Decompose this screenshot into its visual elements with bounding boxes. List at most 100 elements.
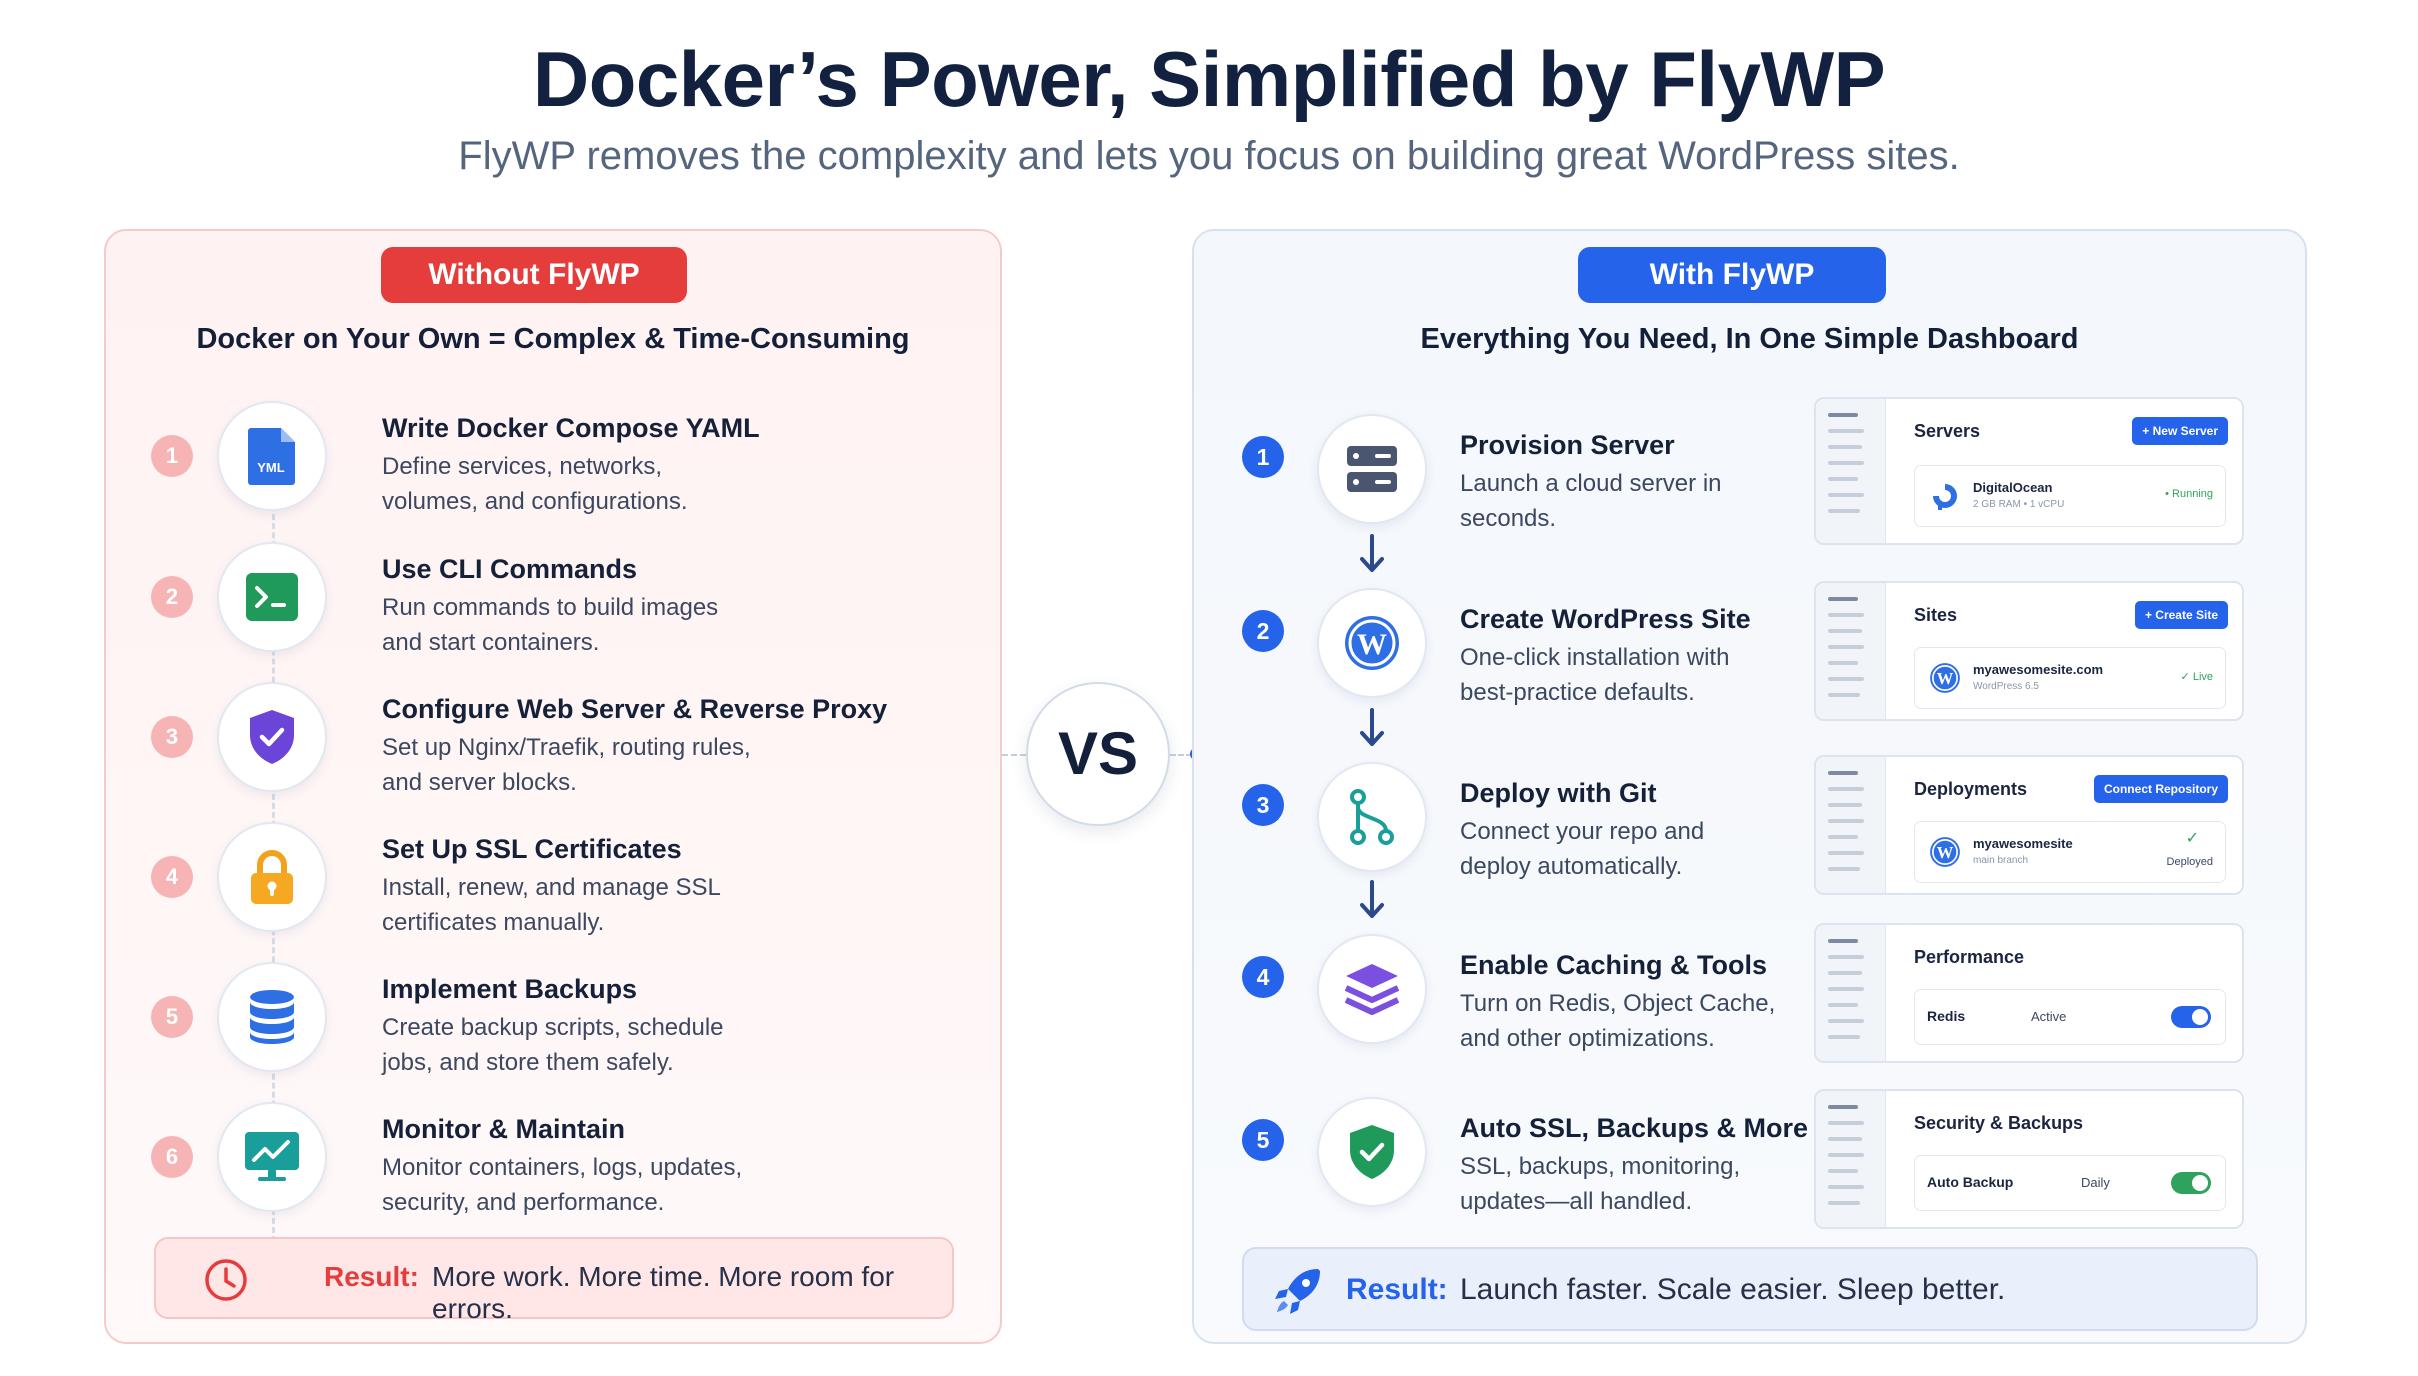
step-desc-line2: best-practice defaults. bbox=[1460, 679, 1695, 706]
left-step-6: 6 Monitor & Maintain Monitor containers,… bbox=[106, 1102, 1000, 1232]
deployment-status: Deployed bbox=[2166, 856, 2213, 868]
auto-backup-label: Auto Backup bbox=[1927, 1174, 2014, 1190]
deployments-title: Deployments bbox=[1914, 779, 2028, 799]
step-number: 5 bbox=[1242, 1119, 1284, 1161]
step-desc-line1: SSL, backups, monitoring, bbox=[1460, 1153, 1741, 1180]
svg-text:W: W bbox=[1357, 628, 1387, 661]
redis-toggle[interactable] bbox=[2171, 1006, 2211, 1028]
auto-backup-frequency: Daily bbox=[2081, 1175, 2110, 1190]
svg-text:W: W bbox=[1937, 843, 1954, 862]
step-desc-line1: Create backup scripts, schedule bbox=[382, 1014, 724, 1041]
left-panel-heading: Docker on Your Own = Complex & Time-Cons… bbox=[196, 323, 910, 355]
right-panel-heading: Everything You Need, In One Simple Dashb… bbox=[1420, 323, 2079, 355]
step-title: Create WordPress Site bbox=[1460, 604, 1751, 634]
server-icon bbox=[1317, 414, 1427, 524]
redis-row: Redis Active bbox=[1914, 989, 2226, 1045]
site-row[interactable]: W myawesomesite.com WordPress 6.5 ✓ Live bbox=[1914, 647, 2226, 709]
svg-text:W: W bbox=[1937, 669, 1954, 688]
auto-backup-toggle[interactable] bbox=[2171, 1172, 2211, 1194]
server-row[interactable]: DigitalOcean 2 GB RAM • 1 vCPU • Running bbox=[1914, 465, 2226, 527]
right-step-3: 3 Deploy with Git Connect your repo and … bbox=[1194, 762, 2305, 892]
right-step-1: 1 Provision Server Launch a cloud server… bbox=[1194, 414, 2305, 544]
step-desc-line2: and server blocks. bbox=[382, 769, 577, 796]
shield-check-icon bbox=[1317, 1097, 1427, 1207]
left-result-box: Result: More work. More time. More room … bbox=[154, 1237, 954, 1324]
terminal-icon bbox=[217, 542, 327, 652]
step-number: 4 bbox=[1242, 956, 1284, 998]
deployment-name: myawesomesite bbox=[1973, 836, 2073, 851]
page-title: Docker’s Power, Simplified by FlyWP bbox=[532, 35, 1886, 123]
step-desc-line1: Turn on Redis, Object Cache, bbox=[1460, 990, 1776, 1017]
wordpress-icon: W bbox=[1929, 836, 1961, 873]
with-flywp-panel: With FlyWP Everything You Need, In One S… bbox=[1192, 229, 2307, 1344]
arrow-down-icon bbox=[1360, 880, 1384, 918]
right-result-box: Result: Launch faster. Scale easier. Sle… bbox=[1242, 1247, 2258, 1331]
step-number: 3 bbox=[151, 716, 193, 758]
step-title: Provision Server bbox=[1460, 430, 1675, 460]
servers-mini-panel: Servers + New Server DigitalOcean 2 GB R… bbox=[1814, 397, 2244, 545]
step-desc-line1: Run commands to build images bbox=[382, 594, 719, 621]
server-status: • Running bbox=[2165, 488, 2213, 500]
page-subtitle: FlyWP removes the complexity and lets yo… bbox=[458, 134, 1960, 178]
site-status: ✓ Live bbox=[2180, 671, 2213, 683]
result-label: Result: bbox=[1346, 1273, 1448, 1306]
server-meta: 2 GB RAM • 1 vCPU bbox=[1973, 499, 2065, 510]
step-title: Enable Caching & Tools bbox=[1460, 950, 1768, 980]
vs-badge: VS bbox=[1026, 682, 1170, 826]
rocket-icon bbox=[1272, 1265, 1324, 1322]
step-desc-line1: One-click installation with bbox=[1460, 644, 1730, 671]
step-number: 4 bbox=[151, 856, 193, 898]
step-number: 6 bbox=[151, 1136, 193, 1178]
step-desc-line1: Define services, networks, bbox=[382, 453, 663, 480]
create-site-button[interactable]: + Create Site bbox=[2134, 601, 2228, 629]
auto-backup-row: Auto Backup Daily bbox=[1914, 1155, 2226, 1211]
step-desc-line2: seconds. bbox=[1460, 505, 1557, 532]
step-desc-line2: updates—all handled. bbox=[1460, 1188, 1693, 1215]
step-desc-line2: certificates manually. bbox=[382, 909, 605, 936]
left-step-3: 3 Configure Web Server & Reverse Proxy S… bbox=[106, 682, 1000, 812]
step-title: Write Docker Compose YAML bbox=[382, 413, 760, 443]
result-text: Launch faster. Scale easier. Sleep bette… bbox=[1460, 1273, 2006, 1306]
step-desc-line1: Install, renew, and manage SSL bbox=[382, 874, 721, 901]
deployments-mini-panel: Deployments Connect Repository W myaweso… bbox=[1814, 755, 2244, 895]
security-backups-mini-panel: Security & Backups Auto Backup Daily bbox=[1814, 1089, 2244, 1229]
right-step-5: 5 Auto SSL, Backups & More SSL, backups,… bbox=[1194, 1097, 2305, 1227]
wordpress-icon: W bbox=[1317, 588, 1427, 698]
step-desc-line2: security, and performance. bbox=[382, 1189, 665, 1216]
connect-repository-button[interactable]: Connect Repository bbox=[2093, 775, 2228, 803]
redis-label: Redis bbox=[1927, 1008, 1966, 1024]
database-icon bbox=[217, 962, 327, 1072]
step-desc-line2: and other optimizations. bbox=[1460, 1025, 1715, 1052]
clock-icon bbox=[204, 1258, 248, 1307]
without-flywp-badge: Without FlyWP bbox=[381, 247, 687, 303]
yaml-file-icon: YML bbox=[217, 401, 327, 511]
step-title: Implement Backups bbox=[382, 974, 638, 1004]
result-label: Result: bbox=[324, 1261, 419, 1292]
result-text: More work. More time. More room for erro… bbox=[432, 1261, 895, 1324]
deployment-row[interactable]: W myawesomesite main branch ✓ Deployed bbox=[1914, 821, 2226, 883]
step-desc-line2: jobs, and store them safely. bbox=[382, 1049, 674, 1076]
svg-text:YML: YML bbox=[257, 460, 285, 475]
left-step-4: 4 Set Up SSL Certificates Install, renew… bbox=[106, 822, 1000, 952]
lock-icon bbox=[217, 822, 327, 932]
step-desc-line1: Connect your repo and bbox=[1460, 818, 1705, 845]
servers-title: Servers bbox=[1914, 421, 1981, 441]
left-step-2: 2 Use CLI Commands Run commands to build… bbox=[106, 542, 1000, 672]
step-number: 3 bbox=[1242, 784, 1284, 826]
check-icon: ✓ bbox=[2185, 830, 2199, 847]
new-server-button[interactable]: + New Server bbox=[2132, 417, 2228, 445]
site-meta: WordPress 6.5 bbox=[1973, 681, 2039, 692]
right-step-4: 4 Enable Caching & Tools Turn on Redis, … bbox=[1194, 934, 2305, 1064]
vs-connector-left bbox=[1002, 754, 1026, 756]
step-number: 2 bbox=[151, 576, 193, 618]
right-step-2: 2 W Create WordPress Site One-click inst… bbox=[1194, 588, 2305, 718]
step-title: Set Up SSL Certificates bbox=[382, 834, 682, 864]
with-flywp-badge: With FlyWP bbox=[1578, 247, 1886, 303]
step-title: Use CLI Commands bbox=[382, 554, 638, 584]
deployment-branch: main branch bbox=[1973, 855, 2029, 866]
step-desc-line2: volumes, and configurations. bbox=[382, 488, 688, 515]
step-number: 2 bbox=[1242, 610, 1284, 652]
sites-mini-panel: Sites + Create Site W myawesomesite.com … bbox=[1814, 581, 2244, 721]
step-desc-line1: Monitor containers, logs, updates, bbox=[382, 1154, 743, 1181]
git-branch-icon bbox=[1317, 762, 1427, 872]
